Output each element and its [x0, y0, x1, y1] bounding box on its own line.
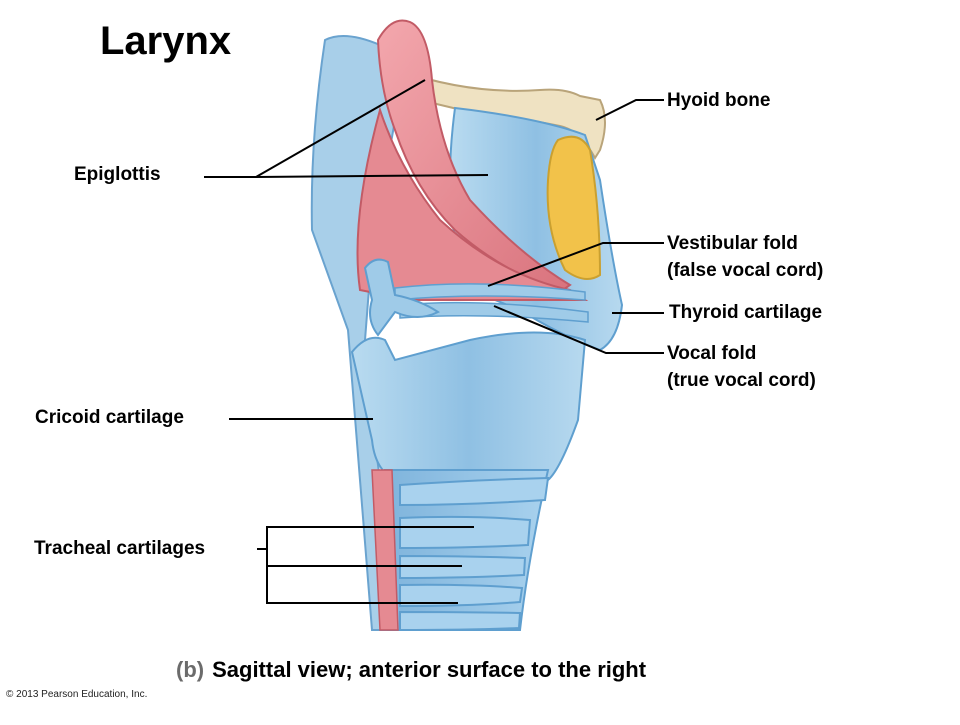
figure-caption: (b) Sagittal view; anterior surface to th…: [176, 657, 646, 683]
fat-pad-shape: [546, 135, 602, 280]
vestibular-leader: [487, 242, 664, 287]
arytenoid-shape: [363, 258, 440, 337]
trachea-posterior-mucosa: [371, 469, 399, 631]
page-title: Larynx: [100, 19, 232, 63]
label-vocal-fold: Vocal fold: [667, 343, 757, 364]
vocal-fold-shape: [399, 301, 589, 323]
label-thyroid-cartilage: Thyroid cartilage: [669, 302, 823, 323]
epiglottis-leader-b: [255, 174, 489, 178]
label-true-vocal-cord: (true vocal cord): [667, 370, 816, 391]
label-vestibular-fold: Vestibular fold: [667, 233, 798, 254]
label-false-vocal-cord: (false vocal cord): [667, 260, 824, 281]
leader-lines: [204, 79, 664, 604]
cricoid-cartilage-shape: [350, 331, 587, 481]
vestibular-fold-shape: [394, 283, 586, 301]
label-hyoid-bone: Hyoid bone: [667, 90, 771, 111]
caption-text: Sagittal view; anterior surface to the r…: [212, 657, 647, 682]
label-tracheal-cartilages: Tracheal cartilages: [34, 538, 206, 559]
label-epiglottis: Epiglottis: [74, 164, 161, 185]
tracheal-rings: [399, 476, 550, 632]
copyright-notice: © 2013 Pearson Education, Inc.: [6, 689, 148, 700]
hyoid-leader: [595, 99, 664, 121]
label-cricoid-cartilage: Cricoid cartilage: [35, 407, 184, 428]
vocal-leader: [493, 305, 664, 354]
caption-part-label: (b): [176, 657, 205, 682]
